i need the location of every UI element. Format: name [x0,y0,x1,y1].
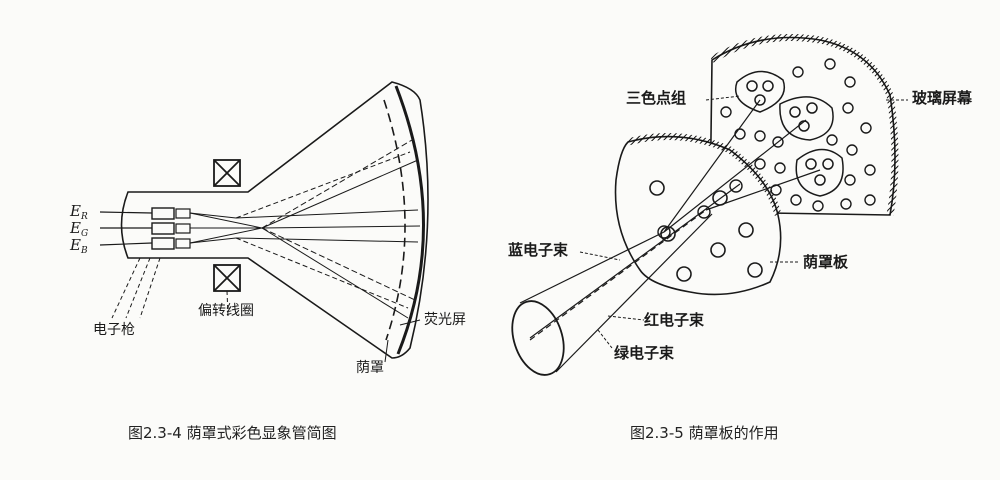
label-triad: 三色点组 [626,89,687,107]
crt-envelope [120,81,429,359]
red-leader [607,315,645,321]
beam-cone [519,99,821,373]
crt-diagram [99,81,429,363]
mask-plate-hatch [627,133,782,216]
label-glass-screen: 玻璃屏幕 [912,89,973,107]
gun-electrode-g2 [175,223,191,234]
phosphor-screen [394,85,425,355]
label-electron-gun: 电子枪 [93,322,135,338]
caption-left: 图2.3-4 荫罩式彩色显象管简图 [128,424,337,442]
gun-electrode-g [151,222,175,235]
label-deflection-coil: 偏转线圈 [198,303,254,319]
label-phosphor-screen: 荧光屏 [424,312,466,328]
label-e-b: EB [70,236,88,256]
beam-source-ellipse [511,300,565,376]
gun-electrode-r2 [175,208,191,219]
deflection-coil-top [213,159,241,187]
label-e-r: ER [70,202,88,222]
electron-beams [189,139,421,319]
deflection-coil-bottom [213,264,241,292]
mask-leader [384,339,389,363]
shadow-mask-line [383,99,406,341]
label-blue-beam: 蓝电子束 [508,241,569,259]
label-e-g: EG [70,219,89,239]
gun-electrode-b [151,237,175,250]
label-red-beam: 红电子束 [644,311,705,329]
label-mask-plate: 荫罩板 [803,253,849,271]
caption-right: 图2.3-5 荫罩板的作用 [630,424,779,442]
triad-leader [705,95,741,101]
screen-leader [399,319,421,326]
green-leader [597,329,613,349]
blue-leader [579,251,621,261]
gun-electrode-r [151,207,175,220]
label-green-beam: 绿电子束 [614,344,675,362]
triad-group [735,70,844,197]
mask-plate-diagram [511,34,908,376]
glass-screen-hatch [710,34,899,216]
gun-leader [111,257,141,319]
gun-electrode-b2 [175,238,191,249]
label-shadow-mask: 荫罩 [356,360,384,376]
